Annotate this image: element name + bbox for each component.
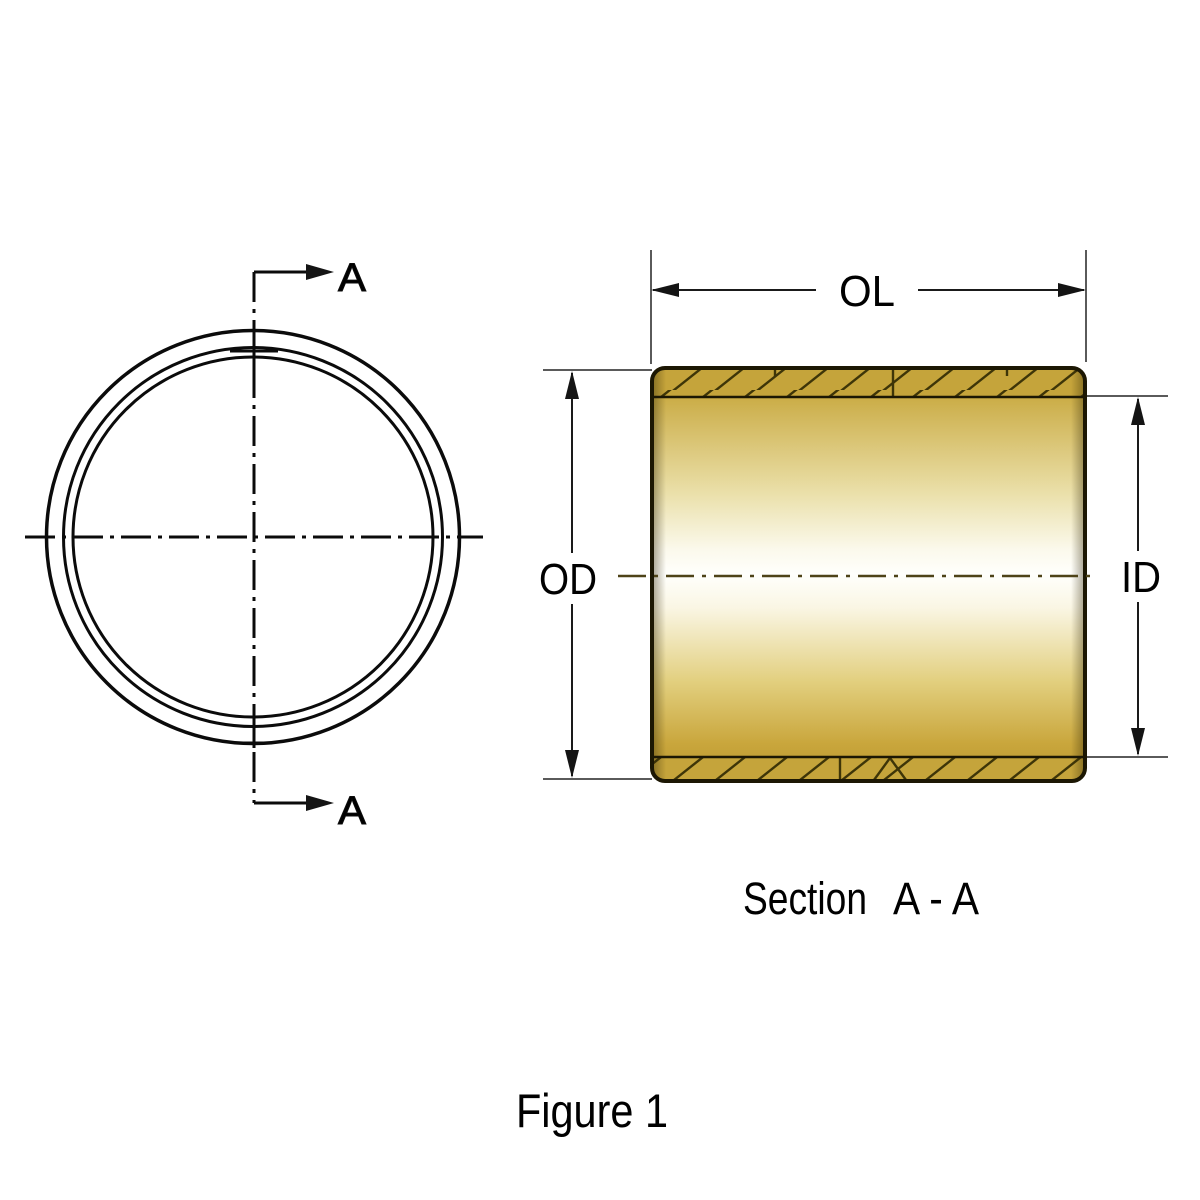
hatch-seams bbox=[773, 369, 1009, 781]
id-dim-label: ID bbox=[1121, 553, 1161, 602]
section-title: Section A - A bbox=[743, 873, 979, 924]
bushing-outline-group bbox=[650, 366, 1087, 783]
dimension-id: ID bbox=[1121, 397, 1161, 756]
hatch-seam-bottom bbox=[889, 757, 907, 781]
arrow-down-icon bbox=[565, 750, 579, 778]
figure-caption: Figure 1 bbox=[516, 1084, 668, 1137]
bushing-bore-surface bbox=[652, 368, 1085, 781]
bushing-body bbox=[652, 368, 1085, 781]
arrow-up-icon bbox=[565, 371, 579, 399]
section-title-cut-label: A - A bbox=[893, 873, 979, 924]
section-title-word: Section bbox=[743, 873, 867, 924]
hatch-top bbox=[652, 368, 1085, 397]
od-dim-label: OD bbox=[539, 555, 597, 604]
edge-shading-right bbox=[1071, 368, 1085, 781]
arrow-right-icon bbox=[306, 795, 334, 811]
hatch-bottom bbox=[652, 757, 1085, 781]
section-cut-arrow-bottom: A bbox=[254, 789, 367, 834]
dimension-ol: OL bbox=[651, 267, 1086, 316]
section-cut-label: A bbox=[338, 256, 366, 300]
dimension-od: OD bbox=[539, 371, 597, 778]
front-view: A A bbox=[25, 256, 483, 834]
arrow-right-icon bbox=[1058, 283, 1086, 297]
edge-shading-left bbox=[652, 368, 666, 781]
arrow-left-icon bbox=[651, 283, 679, 297]
bushing-outline bbox=[650, 366, 1087, 783]
section-view: OL OD ID Section A - A bbox=[539, 250, 1168, 924]
arrow-up-icon bbox=[1131, 397, 1145, 425]
arrow-right-icon bbox=[306, 264, 334, 280]
ol-dim-label: OL bbox=[839, 267, 895, 316]
section-cut-label: A bbox=[338, 789, 366, 833]
section-cut-arrow-top: A bbox=[254, 256, 367, 301]
arrow-down-icon bbox=[1131, 728, 1145, 756]
extension-lines bbox=[543, 250, 1168, 780]
hatch-seam-bottom bbox=[873, 757, 891, 781]
